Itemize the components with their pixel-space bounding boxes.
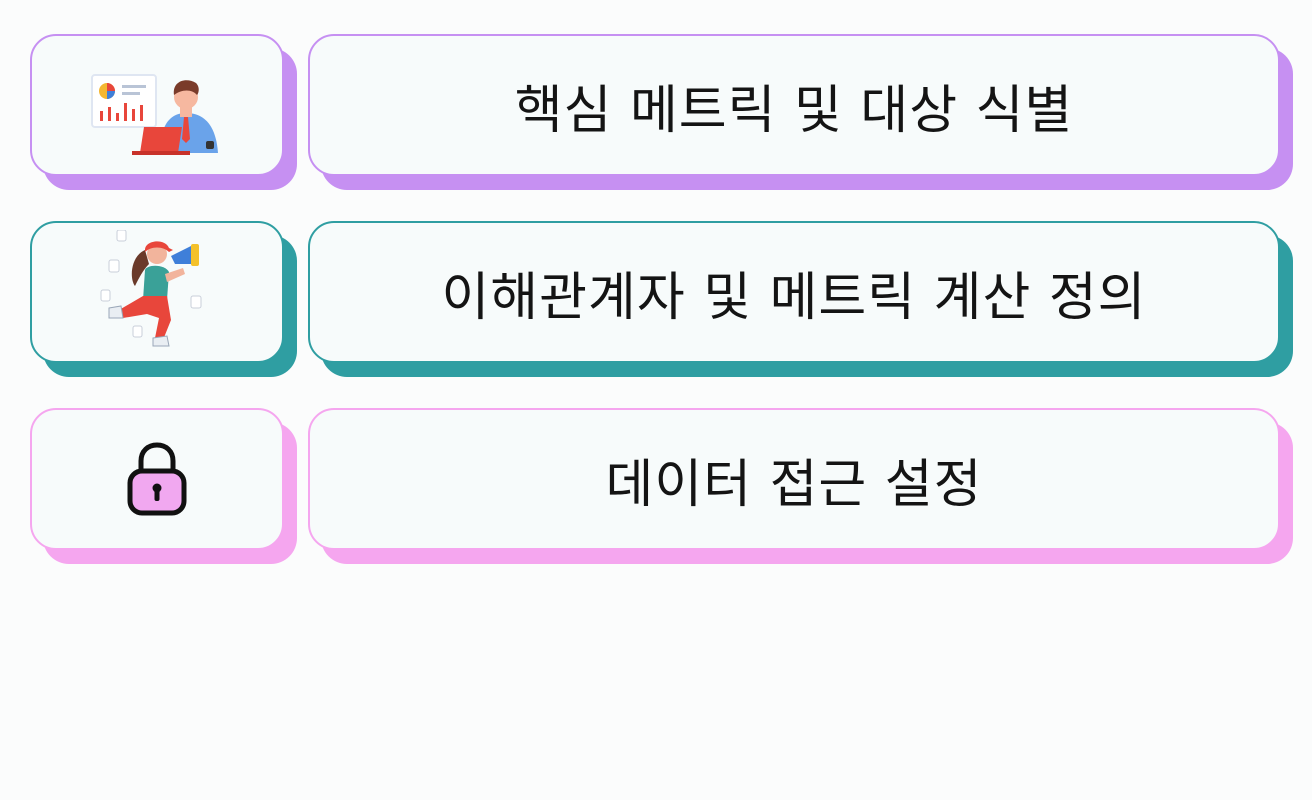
- step-1-label: 핵심 메트릭 및 대상 식별: [514, 80, 1074, 141]
- padlock-icon: [127, 442, 187, 516]
- step-2: 이해관계자 및 메트릭 계산 정의: [30, 221, 1298, 379]
- person-with-megaphone-icon: [100, 230, 202, 347]
- step-2-icon-card: [30, 221, 284, 363]
- step-3-icon-card: [30, 408, 284, 550]
- step-1-text-card: 핵심 메트릭 및 대상 식별: [308, 34, 1280, 176]
- step-2-label: 이해관계자 및 메트릭 계산 정의: [441, 267, 1147, 328]
- step-3-text-card: 데이터 접근 설정: [308, 408, 1280, 550]
- step-1: 핵심 메트릭 및 대상 식별: [30, 34, 1298, 192]
- analyst-with-charts-icon: [91, 74, 218, 155]
- step-2-text-card: 이해관계자 및 메트릭 계산 정의: [308, 221, 1280, 363]
- step-3-label: 데이터 접근 설정: [605, 454, 983, 515]
- step-3: 데이터 접근 설정: [30, 408, 1298, 566]
- step-1-icon-card: [30, 34, 284, 176]
